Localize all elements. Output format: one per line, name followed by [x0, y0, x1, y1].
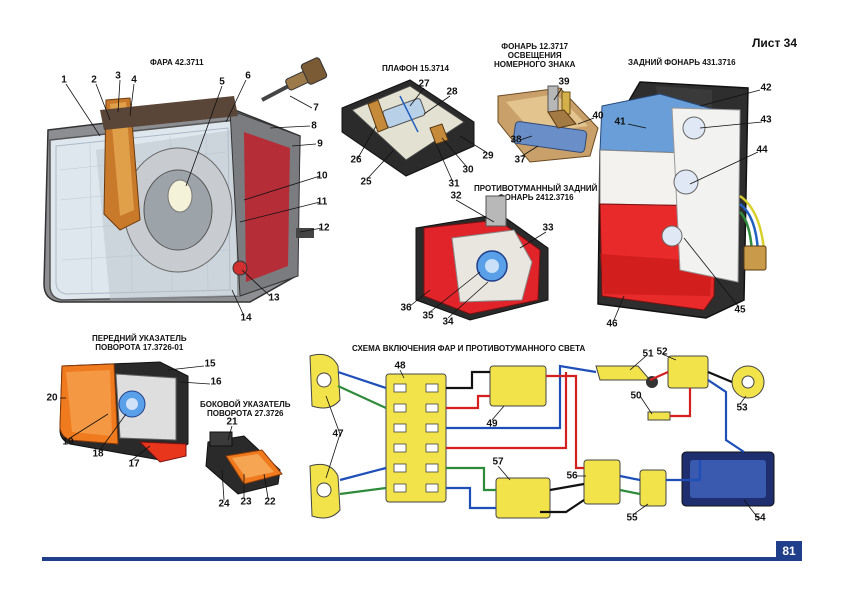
callout-35: 35	[422, 310, 434, 322]
wiring-diagram	[309, 353, 775, 519]
callout-26: 26	[350, 154, 362, 166]
callout-55: 55	[626, 512, 638, 524]
plate-light-drawing	[497, 85, 599, 163]
callout-2: 2	[91, 74, 97, 86]
callout-52: 52	[656, 346, 668, 358]
headlight-drawing	[43, 57, 328, 303]
callout-29: 29	[482, 150, 494, 162]
callout-4: 4	[131, 74, 137, 86]
title-plate-light: ФОНАРЬ 12.3717 ОСВЕЩЕНИЯ НОМЕРНОГО ЗНАКА	[494, 42, 576, 69]
callout-53: 53	[736, 402, 748, 414]
callout-36: 36	[400, 302, 412, 314]
callout-21: 21	[226, 416, 238, 428]
callout-14: 14	[240, 312, 252, 324]
sheet-label: Лист 34	[752, 36, 798, 50]
callout-57: 57	[492, 456, 504, 468]
callout-30: 30	[462, 164, 474, 176]
callout-11: 11	[316, 196, 328, 208]
callout-54: 54	[754, 512, 766, 524]
title-rear-fog: ПРОТИВОТУМАННЫЙ ЗАДНИЙ ФОНАРЬ 2412.3716	[474, 184, 598, 202]
callout-15: 15	[204, 358, 216, 370]
callout-25: 25	[360, 176, 372, 188]
callout-46: 46	[606, 318, 618, 330]
callout-27: 27	[418, 78, 430, 90]
callout-40: 40	[592, 110, 604, 122]
callout-56: 56	[566, 470, 578, 482]
callout-7: 7	[313, 102, 319, 114]
dome-light-drawing	[341, 79, 475, 177]
callout-23: 23	[240, 496, 252, 508]
front-turn-drawing	[59, 361, 189, 463]
callout-3: 3	[115, 70, 121, 82]
title-front-turn: ПЕРЕДНИЙ УКАЗАТЕЛЬ ПОВОРОТА 17.3726-01	[92, 334, 187, 352]
title-wiring: СХЕМА ВКЛЮЧЕНИЯ ФАР И ПРОТИВОТУМАННОГО С…	[352, 344, 586, 353]
callout-13: 13	[268, 292, 280, 304]
callout-19: 19	[62, 436, 74, 448]
callout-51: 51	[642, 348, 654, 360]
title-headlight: ФАРА 42.3711	[150, 58, 204, 67]
callout-9: 9	[317, 138, 323, 150]
callout-18: 18	[92, 448, 104, 460]
callout-1: 1	[61, 74, 67, 86]
callout-34: 34	[442, 316, 454, 328]
callout-32: 32	[450, 190, 462, 202]
callout-43: 43	[760, 114, 772, 126]
rear-light-drawing	[597, 81, 767, 319]
callout-42: 42	[760, 82, 772, 94]
callout-24: 24	[218, 498, 230, 510]
callout-47: 47	[332, 428, 344, 440]
callout-8: 8	[311, 120, 317, 132]
callout-31: 31	[448, 178, 460, 190]
title-side-turn: БОКОВОЙ УКАЗАТЕЛЬ ПОВОРОТА 27.3726	[200, 400, 291, 418]
page-number: 81	[776, 541, 802, 561]
callout-48: 48	[394, 360, 406, 372]
callout-10: 10	[316, 170, 328, 182]
callout-16: 16	[210, 376, 222, 388]
callout-12: 12	[318, 222, 330, 234]
callout-5: 5	[219, 76, 225, 88]
callout-39: 39	[558, 76, 570, 88]
title-dome-light: ПЛАФОН 15.3714	[382, 64, 449, 73]
title-rear-light: ЗАДНИЙ ФОНАРЬ 431.3716	[628, 58, 736, 67]
callout-49: 49	[486, 418, 498, 430]
page-footer-bar	[42, 557, 776, 561]
callout-22: 22	[264, 496, 276, 508]
callout-28: 28	[446, 86, 458, 98]
callout-20: 20	[46, 392, 58, 404]
callout-17: 17	[128, 458, 140, 470]
callout-37: 37	[514, 154, 526, 166]
callout-50: 50	[630, 390, 642, 402]
callout-41: 41	[614, 116, 626, 128]
callout-45: 45	[734, 304, 746, 316]
callout-38: 38	[510, 134, 522, 146]
callout-33: 33	[542, 222, 554, 234]
callout-44: 44	[756, 144, 768, 156]
callout-6: 6	[245, 70, 251, 82]
leader-lines	[60, 79, 763, 519]
rear-fog-drawing	[415, 195, 549, 321]
side-turn-drawing	[205, 431, 283, 495]
